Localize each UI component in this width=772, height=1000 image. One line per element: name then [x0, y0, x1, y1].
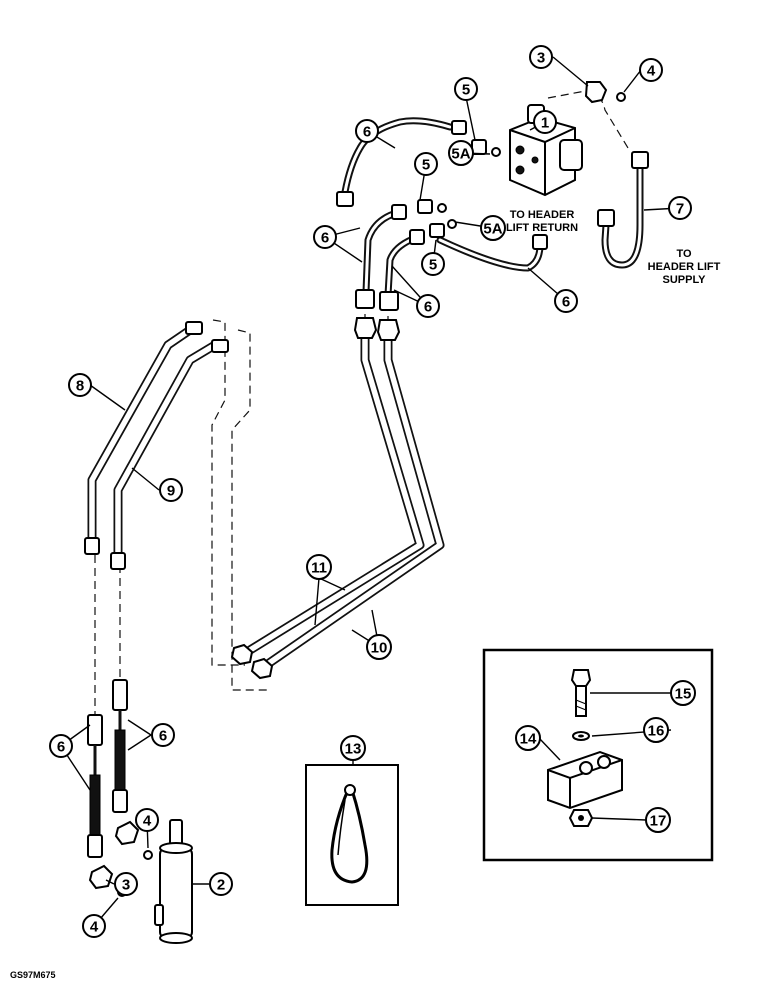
callout-c6b: 6 [313, 225, 337, 249]
callout-label: 6 [321, 230, 329, 247]
inset-strap [305, 764, 399, 906]
callout-label: 11 [311, 560, 327, 577]
callout-c1: 1 [533, 110, 557, 134]
fittings-5 [417, 139, 501, 238]
elbow-fittings-lower [88, 820, 153, 897]
note-supply-line-2: HEADER LIFT [648, 261, 721, 273]
callout-label: 6 [57, 739, 65, 756]
hose-6-lower-right [112, 679, 128, 813]
callout-c9: 9 [159, 478, 183, 502]
callout-label: 6 [363, 124, 371, 141]
callout-label: 15 [675, 686, 692, 703]
callout-label: 3 [122, 877, 130, 894]
callout-label: 4 [647, 63, 656, 80]
callout-c6f: 6 [151, 723, 175, 747]
callout-c4c: 4 [82, 914, 106, 938]
callout-c4a: 4 [639, 58, 663, 82]
callout-label: 5A [451, 146, 470, 163]
callout-label: 5 [429, 257, 437, 274]
callout-c3a: 3 [529, 45, 553, 69]
callout-label: 2 [217, 877, 225, 894]
callout-label: 6 [424, 299, 432, 316]
note-supply-line-3: SUPPLY [662, 274, 706, 286]
note-supply-line-1: TO [676, 248, 692, 260]
tube-10 [257, 320, 445, 673]
callout-label: 4 [143, 813, 152, 830]
callout-label: 9 [167, 483, 175, 500]
tube-fittings-left [84, 321, 229, 570]
callout-c16: 16 [643, 717, 669, 743]
callout-c13: 13 [340, 735, 366, 761]
tube-9 [113, 340, 220, 560]
figure-id: GS97M675 [10, 970, 56, 980]
callout-c10: 10 [366, 634, 392, 660]
tube-11 [237, 317, 425, 660]
callout-c5Ab: 5A [480, 215, 506, 241]
callout-label: 5A [483, 221, 502, 238]
callout-c8: 8 [68, 373, 92, 397]
callout-label: 17 [650, 813, 667, 830]
callout-label: 16 [648, 723, 665, 740]
callout-c6a: 6 [355, 119, 379, 143]
note-header-lift-supply: TO HEADER LIFT SUPPLY [648, 248, 721, 286]
callout-label: 14 [520, 731, 537, 748]
hose-6-lower-left [87, 714, 103, 858]
lift-cylinder [154, 819, 193, 944]
note-header-lift-return: TO HEADER LIFT RETURN [506, 209, 578, 234]
tube-8 [87, 325, 195, 545]
callout-label: 13 [345, 741, 362, 758]
hose-6-right [436, 236, 544, 272]
callout-c2: 2 [209, 872, 233, 896]
elbow-fitting-top [584, 81, 626, 104]
callout-c5b: 5 [414, 152, 438, 176]
note-return-line-1: TO HEADER [510, 209, 575, 221]
callout-c5c: 5 [421, 252, 445, 276]
callout-label: 5 [422, 157, 430, 174]
callout-label: 10 [371, 640, 388, 657]
callout-label: 8 [76, 378, 84, 395]
callout-c14: 14 [515, 725, 541, 751]
callout-c15: 15 [670, 680, 696, 706]
note-return-line-2: LIFT RETURN [506, 222, 578, 234]
callout-label: 5 [462, 82, 470, 99]
callout-label: 7 [676, 201, 684, 218]
callout-c3b: 3 [114, 872, 138, 896]
callout-c6d: 6 [554, 289, 578, 313]
callout-c5Aa: 5A [448, 140, 474, 166]
callout-c5a: 5 [454, 77, 478, 101]
callout-c6c: 6 [416, 294, 440, 318]
callout-label: 6 [562, 294, 570, 311]
callout-layer: 1 2 3 3 4 4 4 5 5 5 5A 5A 6 6 6 6 6 6 7 8 9 10 11 13 14 15 16 17 [49, 45, 696, 938]
callout-c6e: 6 [49, 734, 73, 758]
hose-fittings-upper [336, 120, 548, 311]
callout-c17: 17 [645, 807, 671, 833]
callout-c7: 7 [668, 196, 692, 220]
callout-label: 3 [537, 50, 545, 67]
callout-c11: 11 [306, 554, 332, 580]
callout-label: 4 [90, 919, 99, 936]
callout-label: 1 [541, 115, 549, 132]
callout-c4b: 4 [135, 808, 159, 832]
hose-7 [597, 151, 649, 269]
callout-label: 6 [159, 728, 167, 745]
tube-nuts-lower [230, 317, 401, 680]
